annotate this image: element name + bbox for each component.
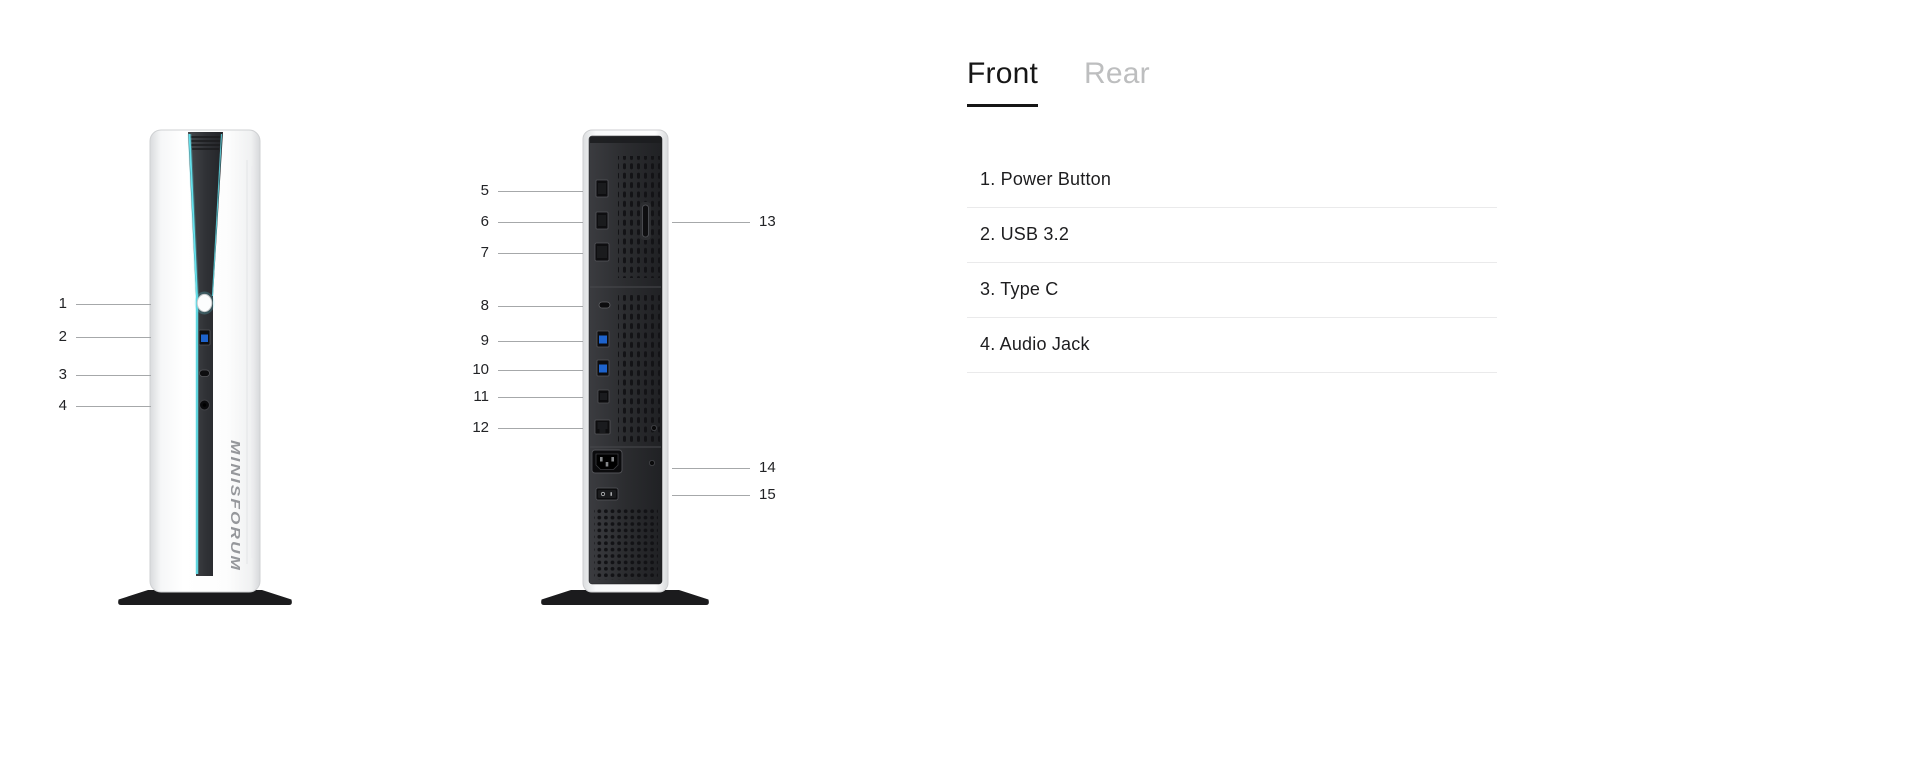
callout-number-2: 2 [58, 328, 67, 345]
callout-9: 9 [470, 331, 583, 351]
rear-hdmi-port [594, 242, 610, 262]
rear-vents-bottom [594, 508, 658, 580]
callout-5: 5 [470, 181, 583, 201]
callout-line [76, 374, 151, 376]
callout-number-13: 13 [759, 213, 776, 230]
callout-line [76, 336, 151, 338]
feature-list: 1. Power Button 2. USB 3.2 3. Type C 4. … [967, 153, 1497, 373]
callout-line [498, 305, 583, 307]
rear-vents-middle [618, 295, 660, 442]
front-power-button [194, 291, 215, 315]
callout-line [498, 340, 583, 342]
callout-line [672, 467, 750, 469]
callout-8: 8 [470, 296, 583, 316]
callout-line [672, 494, 750, 496]
callout-line [672, 221, 750, 223]
feature-item-power-button: 1. Power Button [967, 153, 1497, 208]
callout-number-5: 5 [480, 182, 489, 199]
rear-ethernet-port [594, 419, 611, 435]
brand-logo-text: MINISFORUM [228, 440, 243, 572]
callout-number-10: 10 [472, 361, 489, 378]
callout-10: 10 [470, 360, 583, 380]
callout-3: 3 [48, 365, 151, 385]
callout-1: 1 [48, 294, 151, 314]
rear-usb-port-2 [596, 359, 610, 377]
rear-vertical-slot-port [640, 202, 651, 240]
front-view-illustration: MINISFORUM [118, 129, 292, 605]
callout-7: 7 [470, 243, 583, 263]
callout-6: 6 [470, 212, 583, 232]
callout-line [498, 427, 583, 429]
tab-rear[interactable]: Rear [1084, 57, 1150, 90]
callout-line [498, 396, 583, 398]
rear-displayport-1 [595, 179, 609, 198]
callout-number-11: 11 [473, 388, 489, 405]
front-led-channel [187, 132, 223, 576]
feature-info-panel: Front Rear 1. Power Button 2. USB 3.2 3.… [967, 56, 1497, 373]
callout-line [498, 369, 583, 371]
feature-item-audio-jack: 4. Audio Jack [967, 318, 1497, 373]
feature-item-typec: 3. Type C [967, 263, 1497, 318]
callout-line [498, 221, 583, 223]
callout-number-12: 12 [472, 419, 489, 436]
rear-usb-port-1 [596, 330, 610, 348]
callout-number-6: 6 [480, 213, 489, 230]
callout-15: 15 [672, 485, 776, 505]
callout-13: 13 [672, 212, 776, 232]
callout-line [498, 190, 583, 192]
callout-2: 2 [48, 327, 151, 347]
callout-11: 11 [470, 387, 583, 407]
front-audio-jack [199, 399, 210, 411]
front-typec-port [199, 369, 210, 377]
callout-number-4: 4 [58, 397, 67, 414]
callout-line [76, 303, 151, 305]
callout-number-9: 9 [480, 332, 489, 349]
rear-power-inlet [591, 449, 623, 474]
rear-view-illustration [541, 129, 709, 605]
callout-number-14: 14 [759, 459, 776, 476]
callout-4: 4 [48, 396, 151, 416]
callout-line [498, 252, 583, 254]
callout-number-3: 3 [58, 366, 67, 383]
callout-number-8: 8 [480, 297, 489, 314]
rear-vents-top [618, 156, 660, 278]
rear-stand [541, 590, 709, 605]
callout-number-1: 1 [58, 295, 67, 312]
callout-12: 12 [470, 418, 583, 438]
callout-number-15: 15 [759, 486, 776, 503]
tab-front[interactable]: Front [967, 56, 1039, 107]
callout-line [76, 405, 151, 407]
rear-usb2-port [597, 389, 610, 404]
view-tabs: Front Rear [967, 56, 1497, 107]
callout-number-7: 7 [480, 244, 489, 261]
rear-displayport-2 [595, 211, 609, 230]
feature-item-usb: 2. USB 3.2 [967, 208, 1497, 263]
rear-power-switch [595, 487, 619, 501]
front-stand [118, 590, 292, 605]
rear-screw-1 [651, 424, 658, 431]
rear-typec-port [598, 301, 611, 309]
front-usb-port [198, 329, 211, 346]
rear-screw-2 [649, 459, 656, 466]
callout-14: 14 [672, 458, 776, 478]
